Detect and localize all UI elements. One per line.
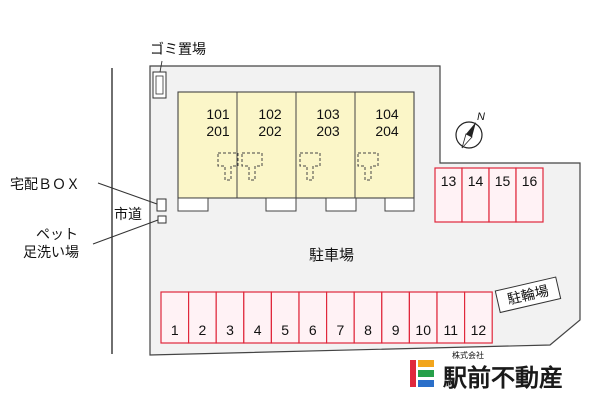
garbage-area xyxy=(152,60,167,99)
parking-stall-4: 4 xyxy=(243,291,273,344)
parking-label: 駐車場 xyxy=(309,246,354,264)
parking-stall-number: 15 xyxy=(495,173,511,189)
parking-stall-number: 2 xyxy=(199,322,207,338)
unit-204-label: 204 xyxy=(375,123,399,139)
unit-103-label: 103 xyxy=(316,106,340,122)
parking-stall-number: 3 xyxy=(226,322,234,338)
entrance-steps xyxy=(177,197,415,212)
parking-stall-number: 13 xyxy=(441,173,457,189)
delivery-box-leader xyxy=(97,182,158,205)
parking-stall-8: 8 xyxy=(353,291,383,344)
parking-stall-number: 16 xyxy=(522,173,538,189)
parking-stall-number: 8 xyxy=(364,322,372,338)
parking-stall-outline xyxy=(270,291,300,344)
brand-subtitle: 株式会社 xyxy=(452,350,484,360)
parking-stall-5: 5 xyxy=(270,291,300,344)
parking-stall-15: 15 xyxy=(488,167,517,223)
parking-stall-12: 12 xyxy=(464,291,493,344)
building: 101 201 102 202 103 203 104 204 xyxy=(177,91,415,212)
garbage-label: ゴミ置場 xyxy=(150,41,206,58)
parking-stall-outline xyxy=(461,167,490,223)
parking-stall-number: 14 xyxy=(468,173,484,189)
unit-201-label: 201 xyxy=(206,123,230,139)
compass-icon xyxy=(455,121,483,149)
parking-stall-14: 14 xyxy=(461,167,490,223)
parking-stall-outline xyxy=(188,291,217,344)
brand-logo: 株式会社 駅前不動産 xyxy=(410,350,563,392)
parking-stall-outline xyxy=(243,291,273,344)
brand-name: 駅前不動産 xyxy=(443,364,563,392)
parking-stall-1: 1 xyxy=(160,291,190,344)
parking-stall-outline xyxy=(353,291,383,344)
parking-stall-outline xyxy=(434,167,463,223)
brand-logo-icon xyxy=(410,360,434,387)
parking-stall-outline xyxy=(408,291,438,344)
parking-stall-number: 6 xyxy=(309,322,317,338)
unit-202-label: 202 xyxy=(258,123,282,139)
pet-wash-label-line1: ペット xyxy=(36,227,78,243)
parking-stall-number: 5 xyxy=(281,322,289,338)
delivery-box-label: 宅配ＢＯＸ xyxy=(10,177,80,193)
parking-stall-outline xyxy=(160,291,190,344)
parking-stall-outline xyxy=(515,167,544,223)
parking-stall-6: 6 xyxy=(298,291,328,344)
unit-102-label: 102 xyxy=(258,106,282,122)
unit-101-label: 101 xyxy=(206,106,230,122)
parking-stall-outline xyxy=(488,167,517,223)
parking-stall-number: 9 xyxy=(392,322,400,338)
parking-stall-outline xyxy=(464,291,493,344)
pet-wash-leader xyxy=(92,219,159,245)
unit-104-label: 104 xyxy=(375,106,399,122)
parking-stall-outline xyxy=(326,291,355,344)
parking-stall-3: 3 xyxy=(215,291,245,344)
parking-stall-7: 7 xyxy=(326,291,355,344)
unit-203-label: 203 xyxy=(316,123,340,139)
parking-stall-outline xyxy=(298,291,328,344)
parking-stall-11: 11 xyxy=(436,291,466,344)
parking-stall-9: 9 xyxy=(381,291,410,344)
parking-stall-number: 7 xyxy=(337,322,345,338)
parking-stall-outline xyxy=(215,291,245,344)
parking-stall-13: 13 xyxy=(434,167,463,223)
parking-stall-16: 16 xyxy=(515,167,544,223)
delivery-box xyxy=(156,198,167,212)
pet-wash-label-line2: 足洗い場 xyxy=(23,245,79,261)
parking-stall-2: 2 xyxy=(188,291,217,344)
parking-stall-number: 1 xyxy=(171,322,179,338)
parking-stall-outline xyxy=(381,291,410,344)
compass-north-label: N xyxy=(477,111,485,123)
city-road-label: 市道 xyxy=(114,206,142,223)
pet-wash-station xyxy=(157,215,167,224)
parking-stall-10: 10 xyxy=(408,291,438,344)
parking-stall-number: 12 xyxy=(471,322,487,338)
parking-stall-number: 11 xyxy=(444,322,459,338)
parking-right-group: 13 14 15 16 xyxy=(434,167,544,223)
parking-stall-number: 10 xyxy=(415,322,431,338)
parking-stall-number: 4 xyxy=(254,322,262,338)
